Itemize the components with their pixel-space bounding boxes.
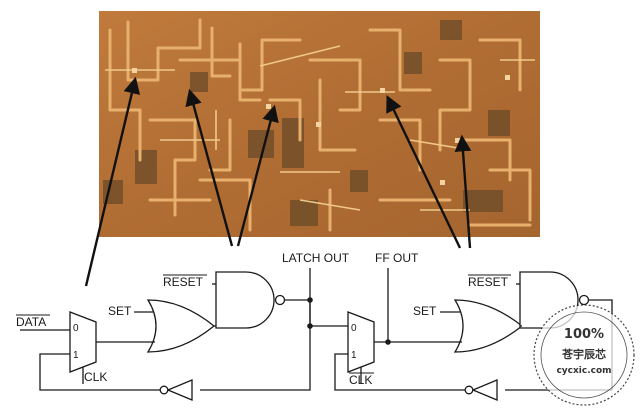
- left-latch: [20, 268, 348, 391]
- mux-right-input-1: 1: [351, 350, 357, 361]
- watermark-seal: 100% 苍宇辰芯 cycxic.com: [533, 304, 635, 406]
- mux-right-input-0: 0: [351, 323, 357, 334]
- watermark-percent: 100%: [564, 327, 604, 342]
- watermark-site: cycxic.com: [556, 366, 611, 376]
- clk-label: CLK: [84, 370, 107, 384]
- arrow-to-nand-left: [236, 104, 279, 247]
- or-gate-right: [453, 299, 524, 353]
- inverter-left: [159, 379, 193, 401]
- data-bar-label: DATA: [16, 315, 46, 329]
- latch-out-label: LATCH OUT: [282, 251, 350, 265]
- reset-right-label: RESET: [468, 275, 509, 289]
- reset-left-label: RESET: [163, 275, 204, 289]
- pointer-arrows: [84, 76, 472, 287]
- set-left-label: SET: [108, 304, 132, 318]
- junction-ff-out: [385, 339, 391, 345]
- or-gate-left: [146, 299, 216, 353]
- junction-latch-feed: [307, 323, 313, 329]
- ff-out-label: FF OUT: [375, 251, 419, 265]
- die-photo: [99, 11, 540, 237]
- inverter-right: [464, 379, 498, 401]
- nand-bubble-left: [274, 294, 286, 306]
- die-metal-traces: [108, 18, 532, 232]
- mux-left-input-1: 1: [73, 350, 79, 361]
- arrow-to-mux-left: [84, 76, 141, 287]
- mux-left: [69, 311, 97, 373]
- mux-left-input-0: 0: [73, 323, 79, 334]
- nand-gate-left: [215, 271, 275, 329]
- arrow-to-or-right: [386, 94, 462, 249]
- arrow-to-or-left: [185, 88, 234, 247]
- watermark-cn-name: 苍宇辰芯: [561, 347, 606, 361]
- arrow-to-nand-right: [454, 134, 472, 249]
- junction-latch-out: [307, 297, 313, 303]
- die-thin-traces: [105, 45, 535, 211]
- clk-bar-label: CLK: [349, 373, 372, 387]
- nand-bubble-right: [578, 294, 590, 306]
- mux-right: [347, 311, 375, 373]
- set-right-label: SET: [413, 304, 437, 318]
